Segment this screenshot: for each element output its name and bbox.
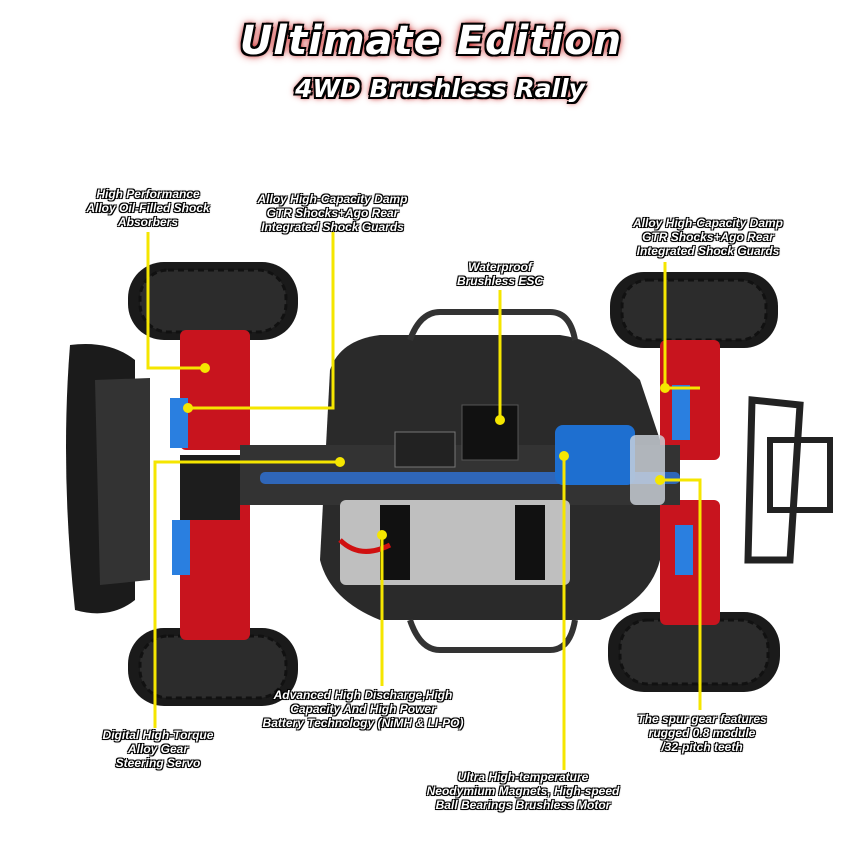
rear-hoop xyxy=(407,618,578,653)
label-esc: Waterproof Brushless ESC xyxy=(456,260,544,288)
motor xyxy=(555,425,635,485)
battery-strap-right xyxy=(515,505,545,580)
label-damp-left: Alloy High-Capacity Damp GTR Shocks+Ago … xyxy=(257,192,408,234)
label-shock-absorbers: High Performance Alloy Oil-Filled Shock … xyxy=(86,187,210,229)
gear-cover xyxy=(630,435,665,505)
label-servo: Digital High-Torque Alloy Gear Steering … xyxy=(102,728,214,770)
tire-front-left xyxy=(128,262,298,340)
front-hoop xyxy=(407,309,578,342)
label-damp-right: Alloy High-Capacity Damp GTR Shocks+Ago … xyxy=(632,216,784,258)
battery-wire xyxy=(338,538,392,554)
bumper-plate xyxy=(95,378,150,585)
title: Ultimate Edition xyxy=(239,18,623,64)
receiver xyxy=(394,431,456,468)
label-motor: Ultra High-temperature Neodymium Magnets… xyxy=(426,770,620,812)
rear-bracket xyxy=(767,437,833,513)
tire-rear-left xyxy=(128,628,298,706)
esc xyxy=(461,404,519,461)
callout-dots xyxy=(183,363,670,540)
callout-lines xyxy=(146,232,702,770)
steering-servo xyxy=(180,455,240,520)
rear-wing-mount xyxy=(744,396,804,564)
subtitle: 4WD Brushless Rally xyxy=(295,74,585,103)
tire-front-right xyxy=(610,272,778,348)
label-spur-gear: The spur gear features rugged 0.8 module… xyxy=(637,712,767,754)
label-battery: Advanced High Discharge,High Capacity An… xyxy=(262,688,464,730)
battery-strap-left xyxy=(380,505,410,580)
shock-absorbers xyxy=(170,385,693,575)
